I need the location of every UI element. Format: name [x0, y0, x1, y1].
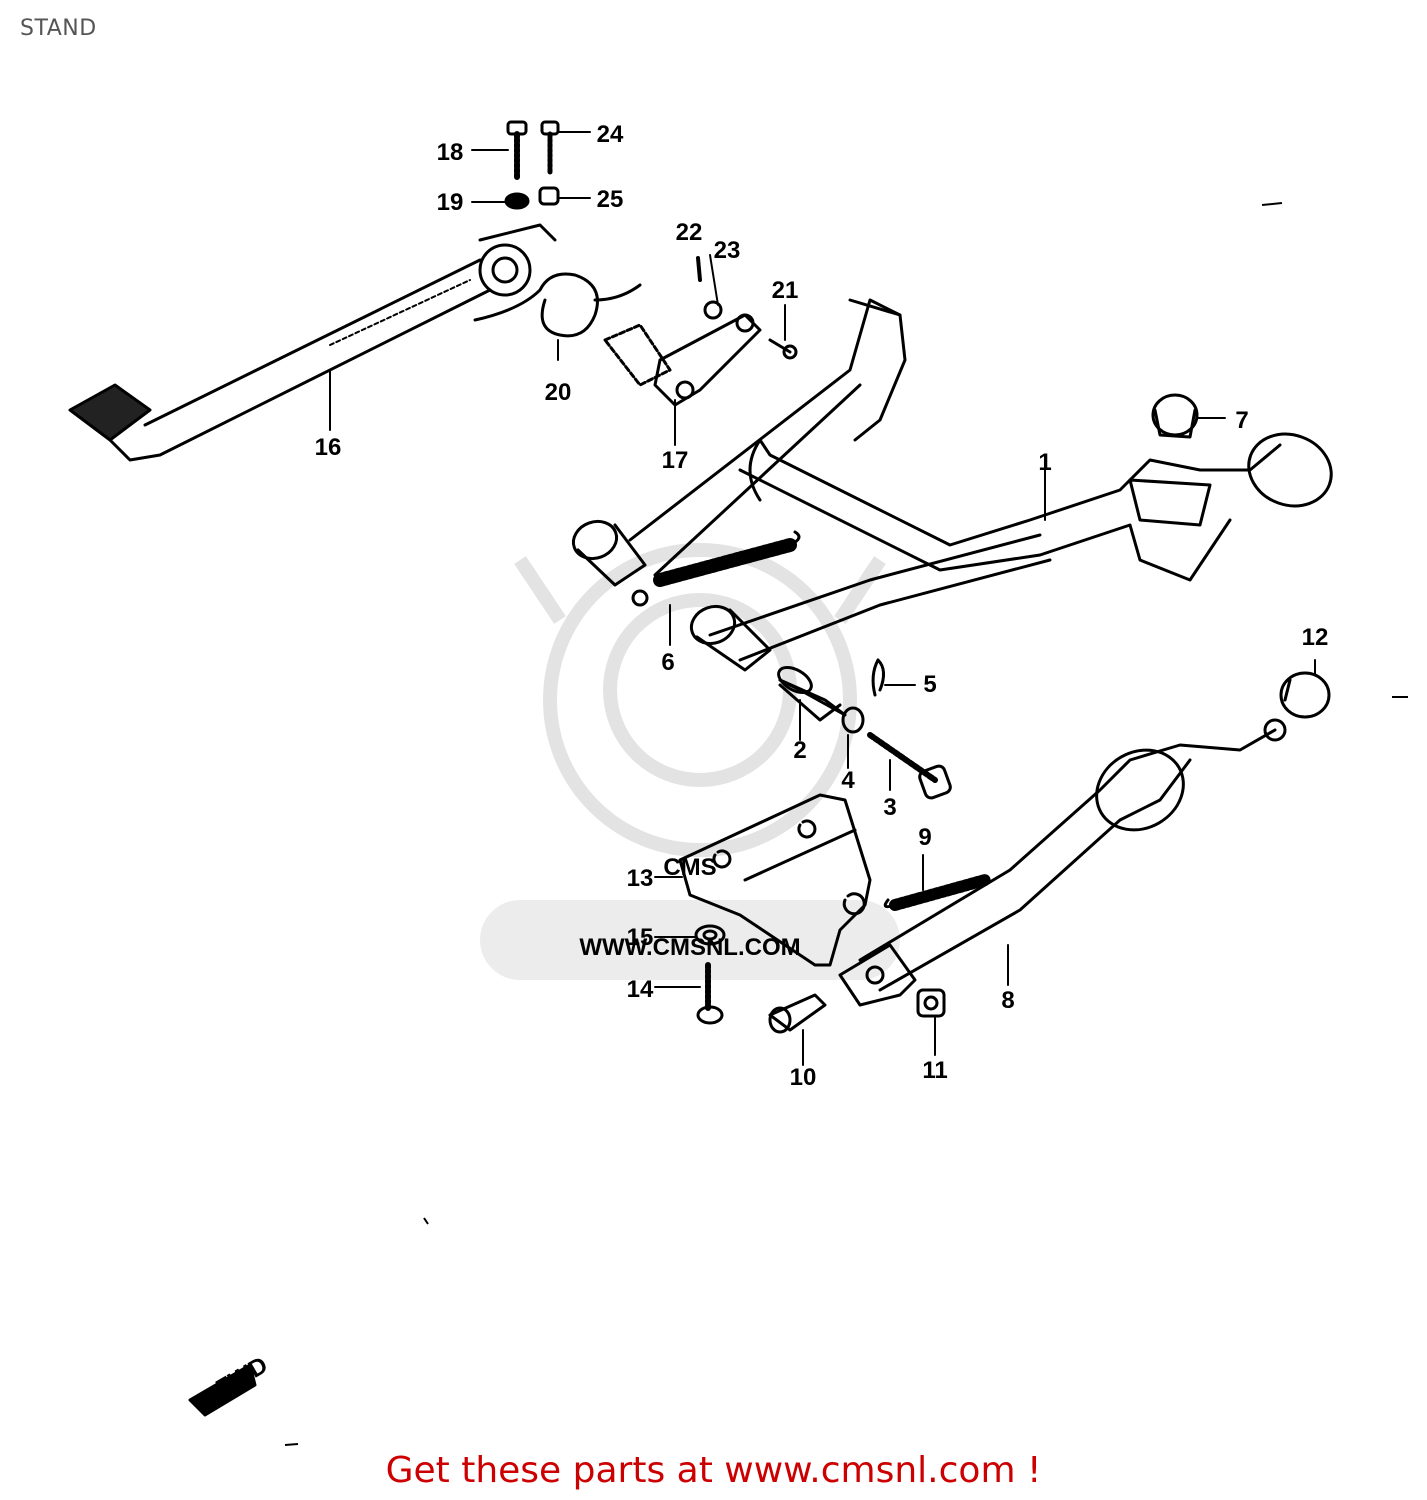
part-21-22-23-pins [696, 256, 798, 360]
part-14-15-hardware [694, 924, 726, 1025]
callout-1: 1 [1038, 449, 1051, 476]
part-18-24-bolts [504, 120, 560, 210]
part-6-spring [631, 530, 801, 607]
fwd-arrow-icon [188, 1363, 257, 1417]
part-12-cap [1279, 671, 1331, 719]
watermark-url: WWW.CMSNL.COM [579, 934, 800, 961]
stand-pivot-tubes [571, 519, 772, 672]
callout-21: 21 [772, 277, 799, 304]
part-13-bracket [678, 793, 872, 967]
callout-16: 16 [315, 434, 342, 461]
callout-17: 17 [662, 447, 689, 474]
part-10-11-hardware [768, 988, 946, 1034]
callout-9: 9 [918, 824, 931, 851]
page-title: STAND [20, 16, 97, 41]
scan-marks [284, 202, 1408, 1446]
part-9-spring [883, 874, 991, 911]
callout-13: 13 [627, 865, 654, 892]
part-1-stand-frame [628, 298, 1333, 662]
callout-25: 25 [597, 186, 624, 213]
callout-23: 23 [714, 237, 741, 264]
callout-20: 20 [545, 379, 572, 406]
leader-lines [329, 131, 1316, 1066]
callout-2: 2 [793, 737, 806, 764]
callout-6: 6 [661, 649, 674, 676]
callout-11: 11 [922, 1057, 947, 1084]
watermark: CMS WWW.CMSNL.COM [480, 543, 900, 980]
callout-labels: 18 24 19 25 22 23 21 20 16 17 7 1 6 5 12… [315, 121, 1329, 1091]
callout-12: 12 [1302, 624, 1329, 651]
callout-19: 19 [437, 189, 464, 216]
part-20-spring [473, 272, 642, 338]
callout-4: 4 [841, 767, 855, 794]
callout-5: 5 [923, 671, 936, 698]
callout-18: 18 [437, 139, 464, 166]
part-16-lever [68, 223, 557, 462]
part-8-side-stand [838, 718, 1287, 1007]
callout-24: 24 [597, 121, 624, 148]
callout-22: 22 [676, 219, 703, 246]
callout-8: 8 [1001, 987, 1014, 1014]
callout-15: 15 [627, 924, 654, 951]
callout-3: 3 [883, 794, 896, 821]
part-2-3-4-5-hardware [777, 658, 952, 800]
callout-10: 10 [790, 1064, 817, 1091]
part-17-arm [603, 313, 762, 407]
callout-14: 14 [627, 976, 654, 1003]
callout-7: 7 [1235, 407, 1248, 434]
promo-link[interactable]: Get these parts at www.cmsnl.com ! [385, 1450, 1042, 1491]
part-7-cap [1151, 393, 1199, 439]
